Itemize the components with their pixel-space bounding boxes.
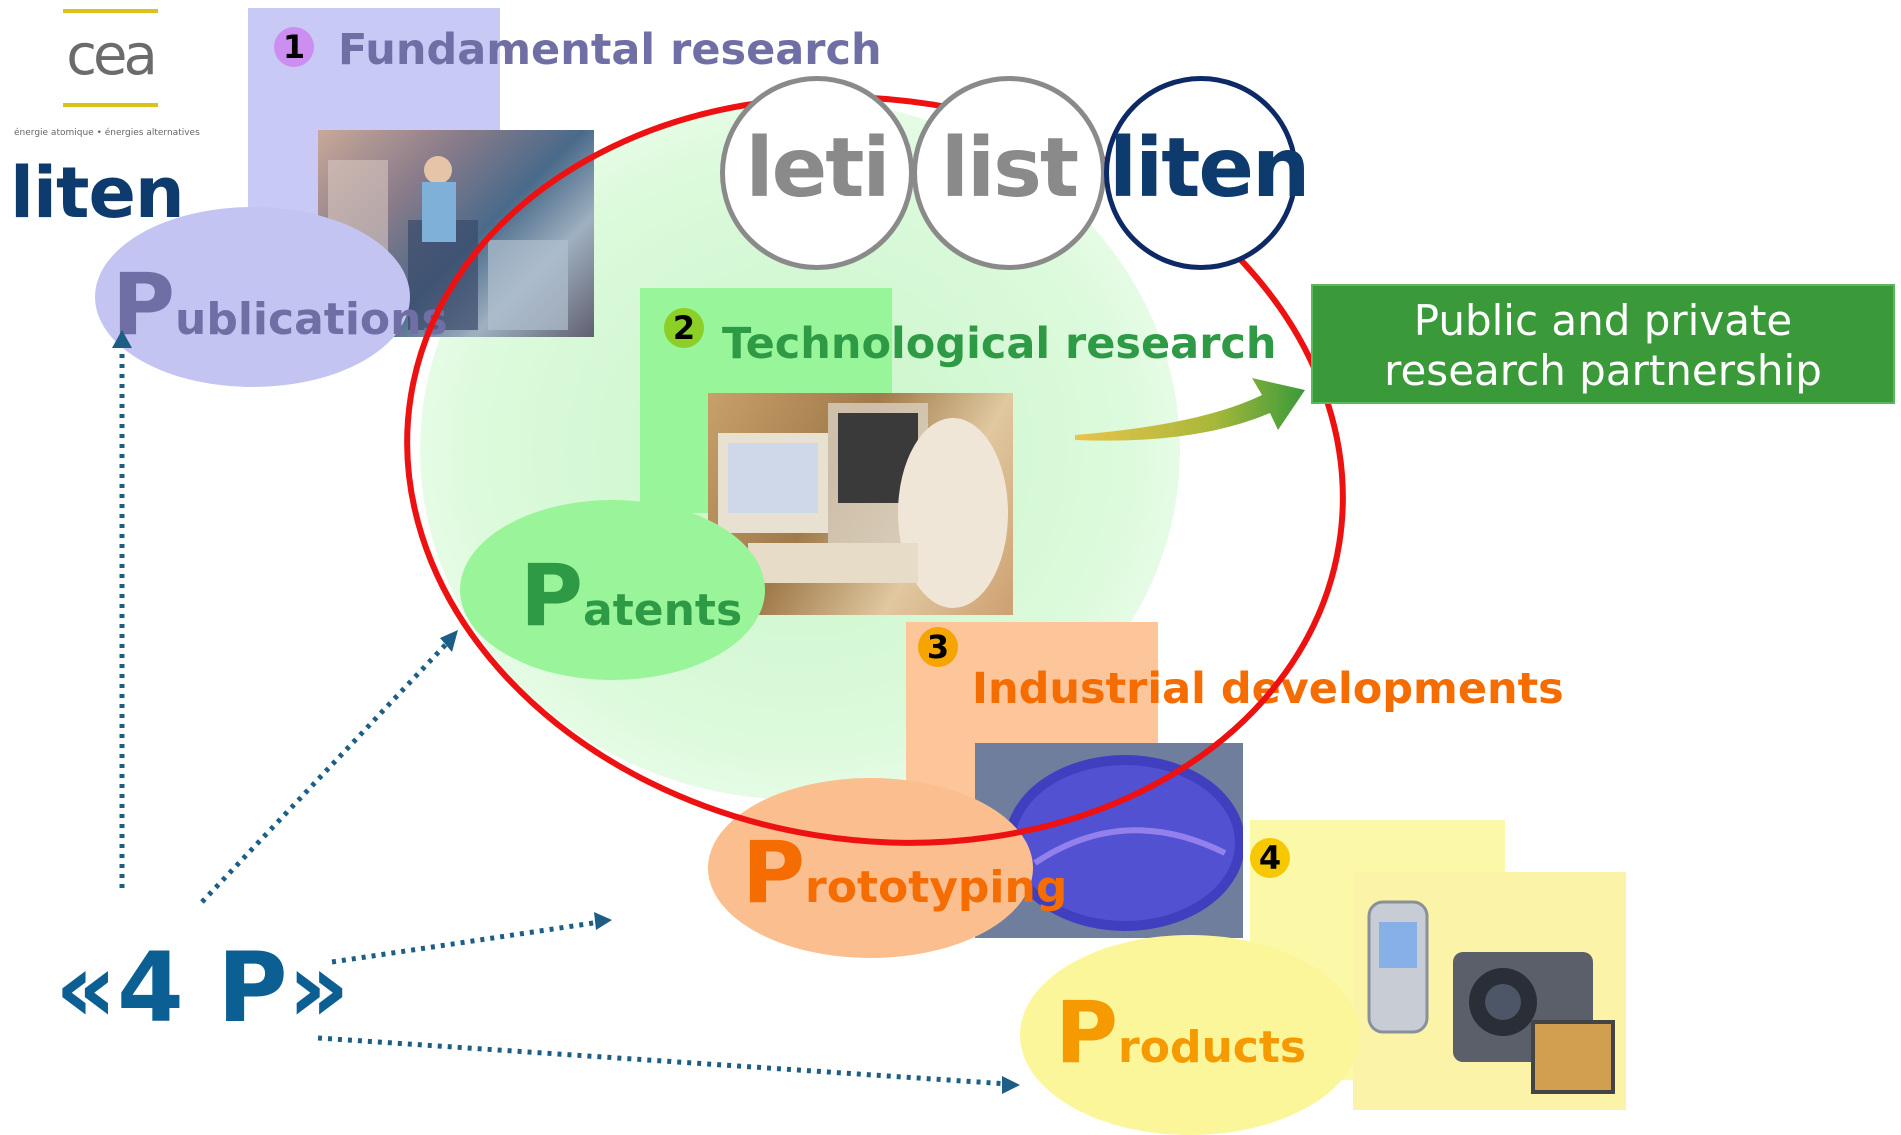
- cea-logo: cea: [55, 5, 165, 115]
- cleanroom-photo: [708, 393, 1013, 615]
- four-p-label: «4 P»: [55, 932, 350, 1044]
- cleanroom-photo-image: [718, 403, 1008, 608]
- stage3-title: Industrial developments: [972, 664, 1564, 714]
- cea-logo-text: cea: [66, 23, 158, 88]
- products-ellipse: [1020, 935, 1360, 1135]
- products-photo-image: [1367, 900, 1615, 1094]
- partnership-box: Public and private research partnership: [1311, 284, 1895, 404]
- stage1-title: Fundamental research: [338, 25, 882, 75]
- liten-lab-logo: liten: [1104, 76, 1310, 270]
- arrowhead-patents: [440, 630, 458, 652]
- wafer-photo: [975, 743, 1243, 938]
- liten-logo: liten: [10, 152, 185, 234]
- patents-ellipse: [460, 500, 765, 680]
- products-label: Products: [1055, 983, 1307, 1083]
- stage1-badge: 1: [274, 27, 314, 67]
- arrow-to-patents: [200, 638, 452, 904]
- stage4-badge: 4: [1250, 838, 1290, 878]
- partnership-line1: Public and private: [1413, 296, 1793, 345]
- publications-ellipse: [95, 207, 410, 387]
- arrowhead-publications: [112, 330, 132, 348]
- arrow-to-products: [317, 1035, 1009, 1087]
- cea-logo-bar-bottom: [63, 103, 158, 107]
- diagram-overlay: [112, 94, 1346, 1094]
- partnership-arrow: [1075, 378, 1305, 441]
- prototyping-ellipse: [708, 778, 1033, 958]
- publications-label: Publications: [112, 255, 448, 355]
- leti-logo: leti: [720, 76, 914, 270]
- cea-logo-bar-top: [63, 9, 158, 13]
- partnership-line2: research partnership: [1384, 346, 1822, 395]
- arrowhead-prototyping: [594, 912, 612, 930]
- products-photo: [1353, 872, 1626, 1110]
- stage2-badge: 2: [664, 308, 704, 348]
- arrowhead-products: [1002, 1076, 1020, 1094]
- list-logo: list: [912, 76, 1106, 270]
- patents-label: Patents: [520, 546, 743, 646]
- cea-tagline: énergie atomique • énergies alternatives: [14, 128, 200, 138]
- red-ring: [404, 94, 1346, 846]
- prototyping-label: Prototyping: [742, 823, 1068, 923]
- stage2-title: Technological research: [722, 319, 1277, 369]
- arrow-to-prototyping: [331, 919, 601, 965]
- stage3-badge: 3: [918, 627, 958, 667]
